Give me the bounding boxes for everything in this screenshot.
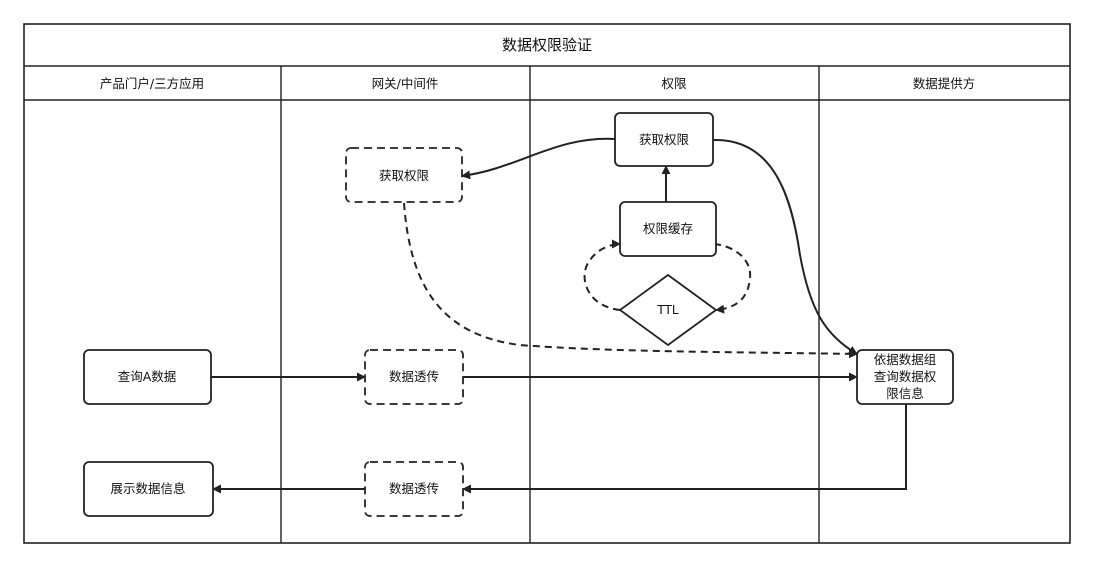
node-passthrough-lower-label: 数据透传 — [389, 481, 439, 496]
node-provider-query-line-3: 限信息 — [886, 386, 924, 401]
edge-gateway-to-provider — [403, 202, 858, 359]
diagram-title: 数据权限验证 — [502, 36, 592, 54]
edge-ttl-loop-left — [583, 239, 621, 311]
node-permission-cache-label: 权限缓存 — [643, 221, 693, 236]
node-provider-query-line-1: 依据数据组 — [874, 352, 937, 367]
node-passthrough-upper-label: 数据透传 — [389, 369, 439, 384]
edge-provider-to-passthrough — [462, 404, 907, 494]
lane-header-provider: 数据提供方 — [913, 76, 976, 91]
node-permission-get: 获取权限 — [614, 112, 714, 167]
node-query-a-data: 查询A数据 — [83, 349, 212, 405]
node-permission-cache: 权限缓存 — [619, 201, 717, 257]
node-gateway-get-permission-label: 获取权限 — [379, 168, 430, 183]
node-passthrough-lower: 数据透传 — [364, 461, 464, 517]
edge-ttl-loop-right — [713, 243, 752, 314]
node-permission-get-label: 获取权限 — [639, 132, 690, 147]
node-ttl-diamond: TTL — [618, 273, 718, 347]
node-show-data-info: 展示数据信息 — [83, 461, 214, 517]
lane-header-gateway: 网关/中间件 — [372, 76, 439, 91]
swimlane-frame — [23, 23, 1071, 544]
node-ttl-label: TTL — [656, 303, 678, 317]
edge-perm-get-to-gateway — [461, 137, 616, 180]
node-query-a-data-label: 查询A数据 — [118, 369, 177, 384]
node-show-data-info-label: 展示数据信息 — [110, 481, 185, 496]
node-passthrough-upper: 数据透传 — [364, 349, 464, 405]
node-provider-query-line-2: 查询数据权 — [874, 369, 937, 384]
lane-header-portal: 产品门户/三方应用 — [100, 76, 204, 91]
node-provider-query: 依据数据组 查询数据权 限信息 — [856, 349, 954, 405]
node-gateway-get-permission: 获取权限 — [345, 147, 463, 203]
lane-header-permission: 权限 — [661, 76, 687, 91]
edge-perm-get-to-provider — [712, 138, 858, 355]
